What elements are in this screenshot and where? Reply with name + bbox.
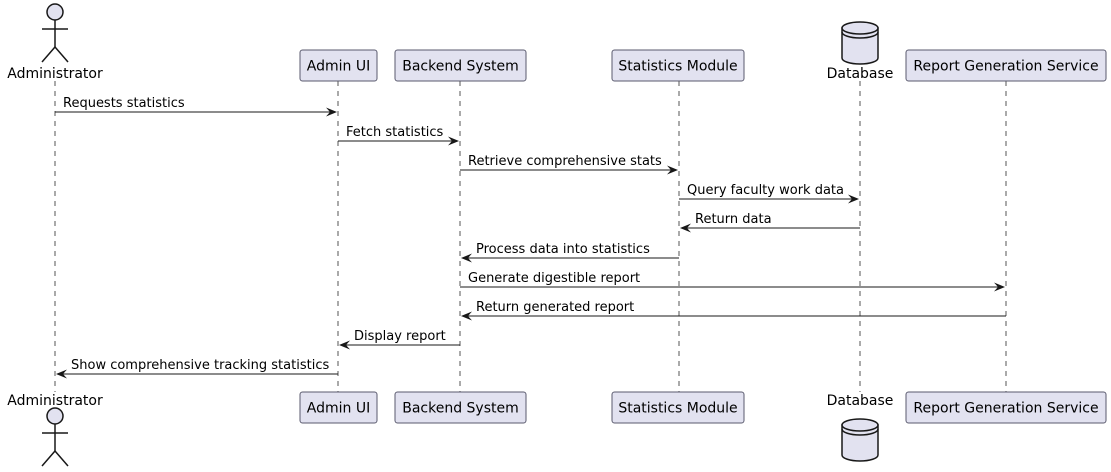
participant-label: Backend System	[402, 401, 519, 417]
message-label: Return generated report	[476, 300, 634, 315]
participant-label: Report Generation Service	[913, 401, 1098, 417]
participant-report-generation-service-bottom: Report Generation Service	[905, 391, 1107, 424]
message-1: Requests statistics	[55, 96, 337, 117]
arrowhead-icon	[326, 107, 337, 117]
arrowhead-icon	[848, 194, 859, 204]
database-bottom: Database	[827, 393, 894, 462]
message-label: Show comprehensive tracking statistics	[71, 358, 329, 373]
participant-backend-system-top: Backend System	[394, 49, 527, 82]
message-4: Query faculty work data	[679, 183, 859, 204]
participant-admin-ui-top: Admin UI	[299, 49, 378, 82]
participant-label: Admin UI	[307, 59, 370, 75]
participant-backend-system-bottom: Backend System	[394, 391, 527, 424]
participant-label: Statistics Module	[618, 401, 737, 417]
message-7: Generate digestible report	[460, 271, 1005, 292]
message-10: Show comprehensive tracking statistics	[56, 358, 338, 379]
actor-label: Administrator	[7, 393, 103, 409]
message-label: Process data into statistics	[476, 242, 650, 257]
message-9: Display report	[339, 329, 460, 350]
actor-top: Administrator	[7, 3, 103, 82]
participant-label: Backend System	[402, 59, 519, 75]
database-top: Database	[827, 21, 894, 82]
lifelines	[54, 81, 1007, 392]
participant-statistics-module-top: Statistics Module	[611, 49, 745, 82]
message-8: Return generated report	[461, 300, 1006, 321]
message-label: Fetch statistics	[346, 125, 444, 140]
message-label: Display report	[354, 329, 446, 344]
arrowhead-icon	[667, 165, 678, 175]
participant-heads-top: Administrator Admin UI Backend System Stati…	[7, 3, 1107, 82]
participant-label: Admin UI	[307, 401, 370, 417]
participant-admin-ui-bottom: Admin UI	[299, 391, 378, 424]
message-2: Fetch statistics	[338, 125, 459, 146]
message-label: Return data	[695, 212, 772, 227]
database-label: Database	[827, 393, 894, 409]
participant-statistics-module-bottom: Statistics Module	[611, 391, 745, 424]
arrowhead-icon	[680, 223, 691, 233]
arrowhead-icon	[56, 369, 67, 379]
message-label: Requests statistics	[63, 96, 185, 111]
participant-label: Report Generation Service	[913, 59, 1098, 75]
participant-report-generation-service-top: Report Generation Service	[905, 49, 1107, 82]
message-5: Return data	[680, 212, 860, 233]
cylinder-icon	[841, 418, 879, 462]
arrowhead-icon	[461, 253, 472, 263]
stick-figure-icon	[41, 3, 69, 63]
arrowhead-icon	[339, 340, 350, 350]
stick-figure-icon	[41, 407, 69, 467]
arrowhead-icon	[994, 282, 1005, 292]
message-label: Retrieve comprehensive stats	[468, 154, 662, 169]
actor-bottom: Administrator	[7, 393, 103, 467]
arrowhead-icon	[461, 311, 472, 321]
arrowhead-icon	[448, 136, 459, 146]
message-6: Process data into statistics	[461, 242, 679, 263]
database-label: Database	[827, 66, 894, 82]
cylinder-icon	[841, 21, 879, 65]
message-label: Query faculty work data	[687, 183, 844, 198]
message-label: Generate digestible report	[468, 271, 640, 286]
message-3: Retrieve comprehensive stats	[460, 154, 678, 175]
actor-label: Administrator	[7, 66, 103, 82]
participant-label: Statistics Module	[618, 59, 737, 75]
